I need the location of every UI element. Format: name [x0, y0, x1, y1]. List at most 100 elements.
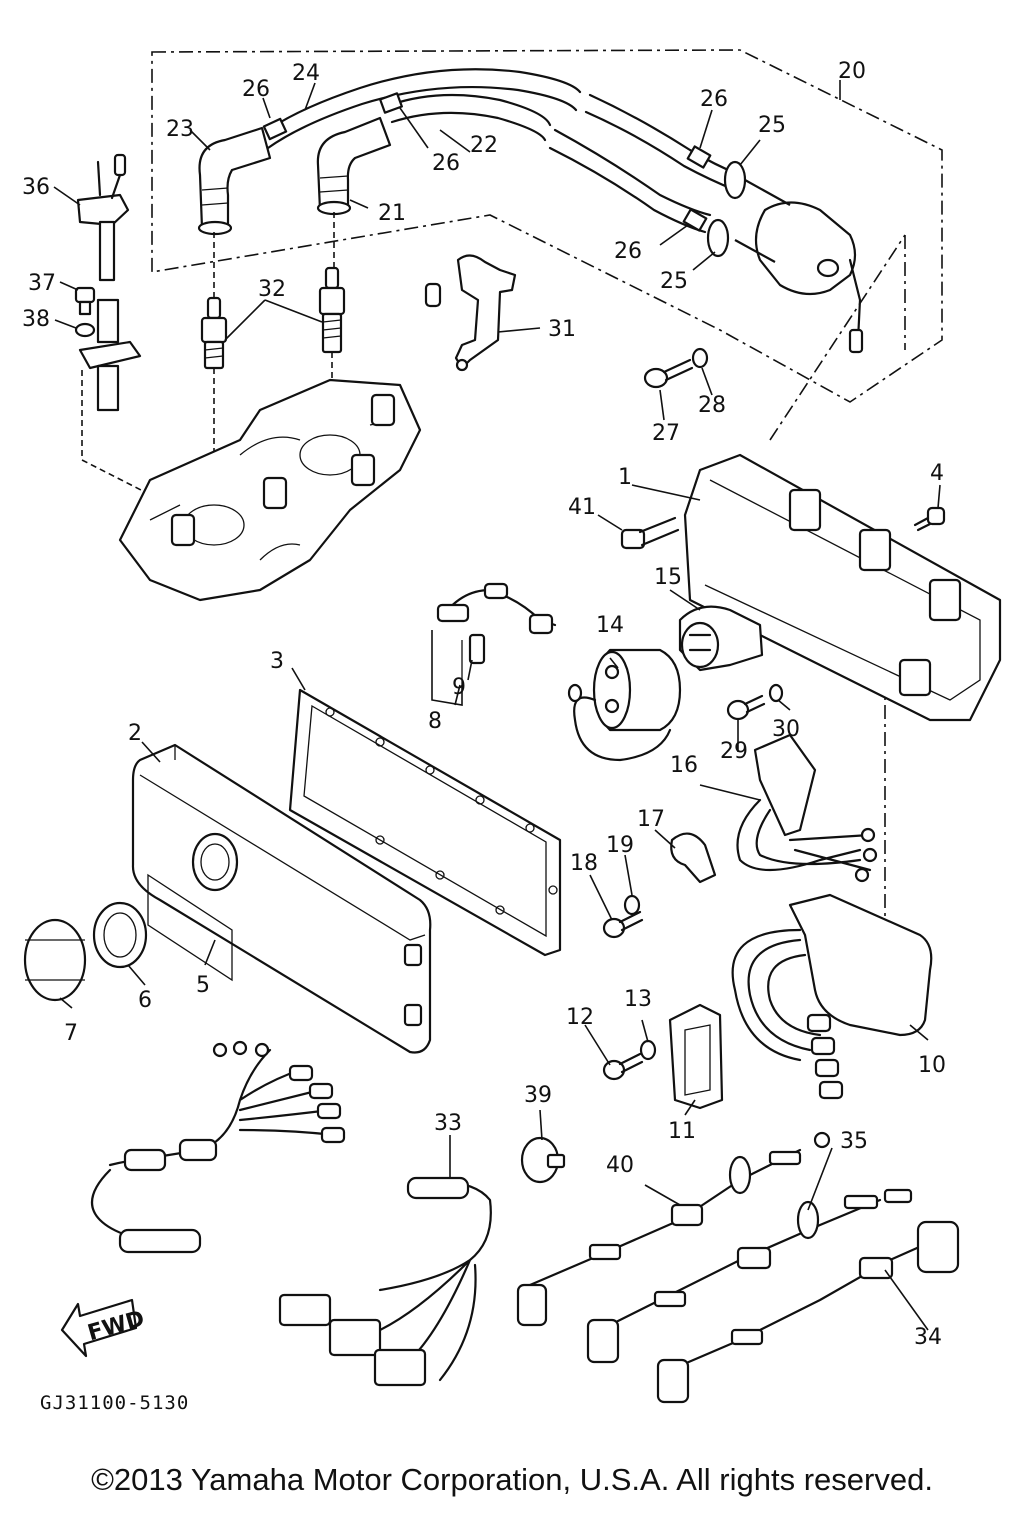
electrical-box-1 [683, 453, 1002, 722]
callout-26-c: 26 [700, 87, 728, 112]
clamp-26-b [379, 92, 403, 114]
callout-25-lower: 25 [660, 269, 688, 294]
screw-18 [602, 910, 644, 939]
callout-10: 10 [918, 1053, 946, 1078]
copyright-notice: ©2013 Yamaha Motor Corporation, U.S.A. A… [91, 1462, 933, 1497]
callout-36: 36 [22, 175, 50, 200]
callout-17: 17 [637, 807, 665, 832]
high-tension-lead-24-right [584, 93, 742, 192]
fuse-9 [461, 633, 486, 685]
screw-12 [602, 1052, 644, 1081]
leader-lines [53, 80, 941, 1331]
callout-13: 13 [624, 987, 652, 1012]
callout-30: 30 [772, 717, 800, 742]
harness-8 [436, 582, 557, 635]
callout-11: 11 [668, 1119, 696, 1144]
cdi-unit-10 [731, 893, 933, 1100]
clamp-26-d [682, 208, 708, 232]
callout-12: 12 [566, 1005, 594, 1030]
callout-labels: 1 2 3 4 5 6 7 8 9 10 11 12 13 14 15 16 1… [22, 59, 946, 1350]
bolt-41 [620, 516, 680, 550]
spark-plug-cap-23 [197, 126, 272, 236]
callout-2: 2 [128, 721, 142, 746]
callout-9: 9 [452, 675, 466, 700]
callout-22: 22 [470, 133, 498, 158]
relay-14 [567, 648, 682, 762]
grommet-25-lower [706, 218, 730, 258]
ignition-coil [734, 179, 864, 354]
callout-34: 34 [914, 1325, 942, 1350]
spark-plug-32-right [318, 266, 346, 354]
callout-41: 41 [568, 495, 596, 520]
callout-35: 35 [840, 1129, 868, 1154]
callout-38: 38 [22, 307, 50, 332]
callout-25-upper: 25 [758, 113, 786, 138]
callout-7: 7 [64, 1021, 78, 1046]
spark-plug-32-left [200, 296, 228, 370]
clamp-26-a [262, 117, 288, 141]
screw-29 [726, 694, 766, 721]
callout-27: 27 [652, 421, 680, 446]
callout-4: 4 [930, 461, 944, 486]
high-tension-lead-24 [266, 68, 582, 150]
callout-16: 16 [670, 753, 698, 778]
callout-40: 40 [606, 1153, 634, 1178]
callout-31: 31 [548, 317, 576, 342]
callout-29: 29 [720, 739, 748, 764]
clamp-17 [670, 832, 717, 884]
cable-34 [656, 1220, 960, 1404]
gasket-3 [288, 688, 562, 957]
cable-35 [586, 1188, 913, 1364]
cylinder-head [118, 378, 422, 602]
callout-8: 8 [428, 709, 442, 734]
callout-24: 24 [292, 61, 320, 86]
spark-plug-cap-21 [316, 116, 392, 216]
callout-33: 33 [434, 1111, 462, 1136]
washer-19 [623, 894, 641, 916]
callout-5: 5 [196, 973, 210, 998]
callout-1: 1 [618, 465, 632, 490]
callout-37: 37 [28, 271, 56, 296]
switch-15 [678, 605, 764, 672]
wire-lead-16 [736, 733, 878, 883]
high-tension-lead-22 [388, 93, 552, 142]
callout-3: 3 [270, 649, 284, 674]
callout-14: 14 [596, 613, 624, 638]
washer-38 [74, 322, 96, 338]
bolt-37 [74, 286, 96, 316]
bracket-11 [668, 1003, 724, 1110]
clamp-26-c [686, 145, 712, 169]
callout-6: 6 [138, 988, 152, 1013]
callout-28: 28 [698, 393, 726, 418]
hose-band-39 [520, 1136, 566, 1184]
cap-7 [23, 918, 87, 1002]
wire-harness-33 [278, 1176, 492, 1387]
bracket-31 [424, 254, 517, 372]
callout-15: 15 [654, 565, 682, 590]
o-ring-6 [92, 901, 148, 969]
washer-13 [639, 1039, 657, 1061]
screw-4 [913, 506, 946, 532]
diagram-code: GJ31100-5130 [40, 1392, 190, 1414]
callout-32: 32 [258, 277, 286, 302]
washer-30 [768, 683, 784, 703]
cover-2 [131, 743, 432, 1054]
fwd-arrow-icon: FWD [60, 1298, 147, 1358]
callout-20: 20 [838, 59, 866, 84]
ignition-coil-group-outline [151, 49, 943, 403]
grommet-25-upper [723, 160, 747, 200]
screw-27 [643, 358, 694, 389]
callout-26-b: 26 [432, 151, 460, 176]
sensor-38-body [78, 298, 142, 412]
cable-40 [516, 1131, 831, 1327]
callout-21: 21 [378, 201, 406, 226]
sensor-36 [76, 153, 130, 282]
callout-26-d: 26 [614, 239, 642, 264]
wire-harness [90, 1040, 346, 1254]
callout-18: 18 [570, 851, 598, 876]
callout-19: 19 [606, 833, 634, 858]
callout-39: 39 [524, 1083, 552, 1108]
washer-28 [691, 347, 709, 369]
callout-23: 23 [166, 117, 194, 142]
